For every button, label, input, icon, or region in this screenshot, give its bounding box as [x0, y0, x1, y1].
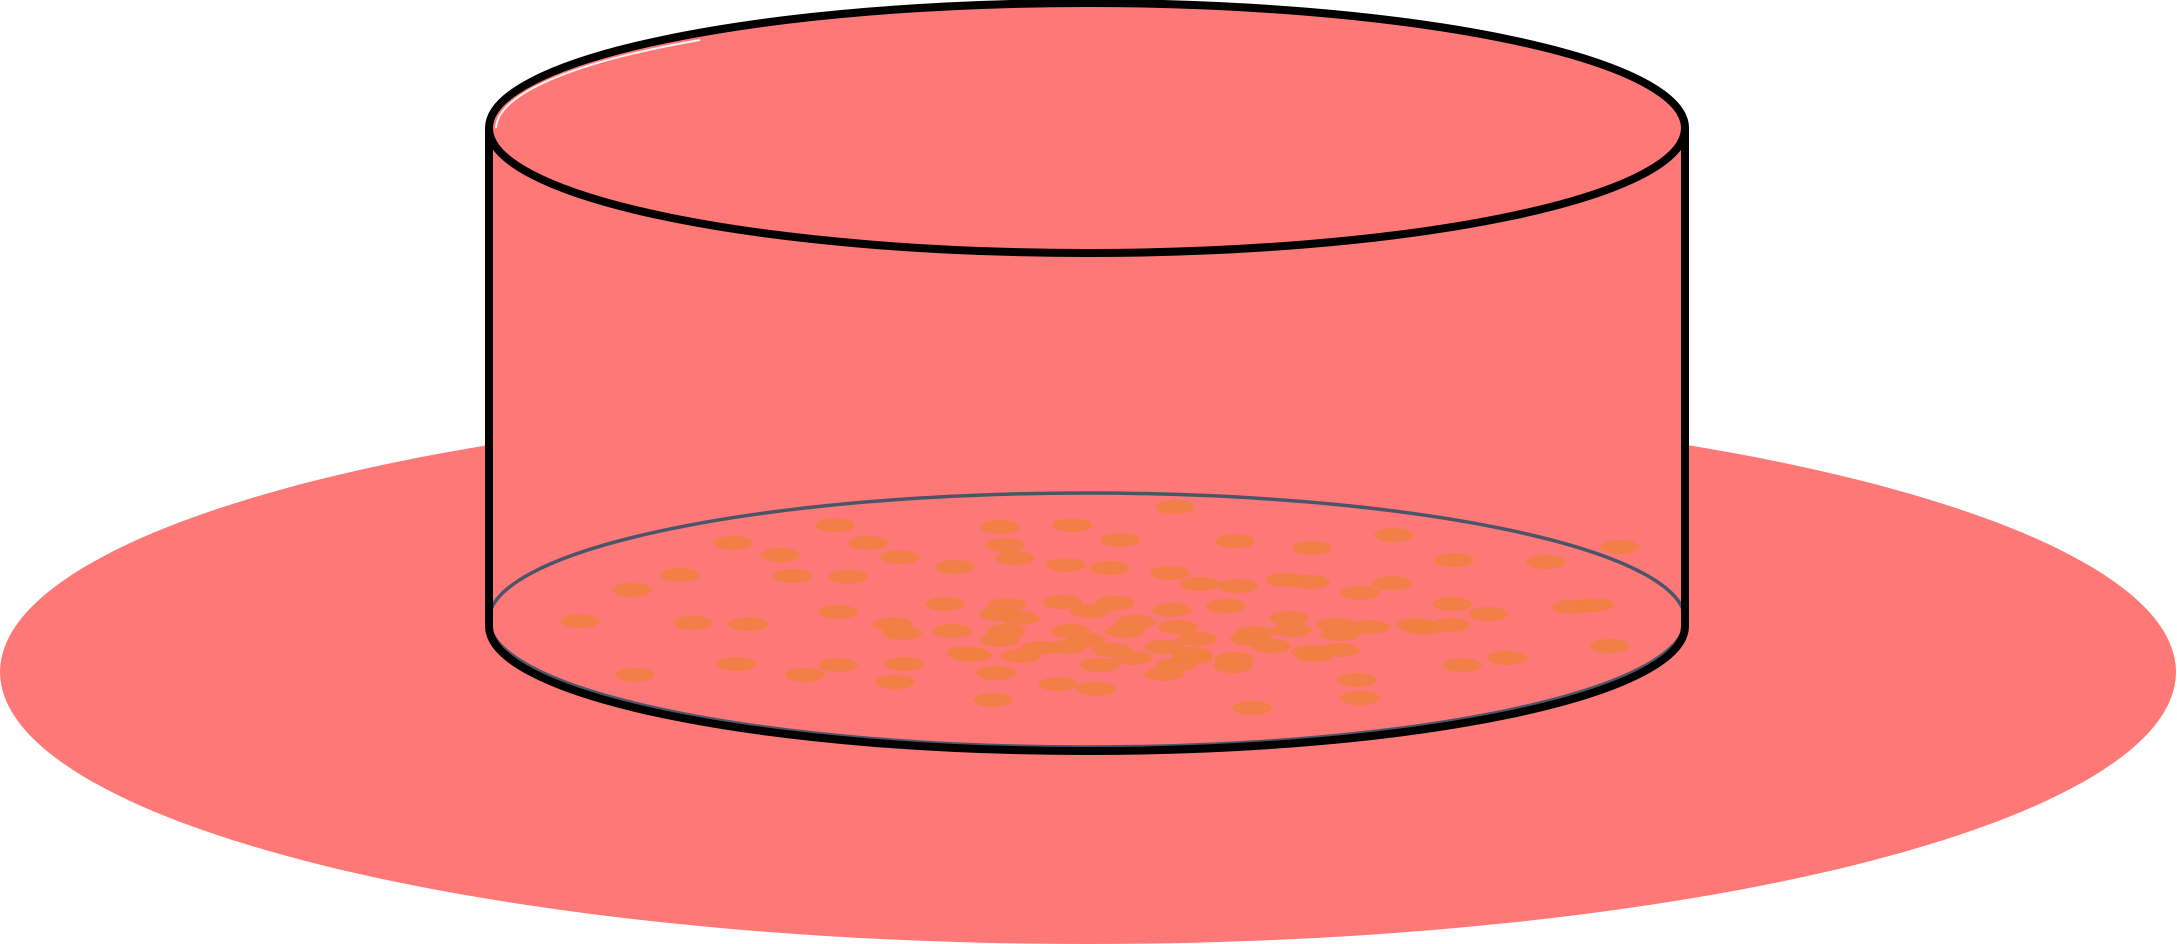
particle — [728, 617, 768, 631]
particle — [1020, 641, 1060, 655]
particle — [828, 570, 868, 584]
particle — [1404, 621, 1444, 635]
particle — [1272, 623, 1312, 637]
particle — [560, 614, 600, 628]
particle — [1574, 598, 1614, 612]
particle — [980, 633, 1020, 647]
particle — [1269, 611, 1309, 625]
particle — [1000, 611, 1040, 625]
particle — [612, 583, 652, 597]
particle — [1155, 500, 1195, 514]
particle — [1590, 639, 1630, 653]
particle — [717, 657, 757, 671]
container-lid — [485, 0, 1689, 257]
particle — [1487, 651, 1527, 665]
particle — [985, 538, 1025, 552]
particle — [925, 597, 965, 611]
particle — [615, 668, 655, 682]
particle — [1235, 626, 1275, 640]
particle — [1070, 604, 1110, 618]
particle — [1090, 561, 1130, 575]
particle — [815, 518, 855, 532]
particle — [1232, 701, 1272, 715]
particle — [1337, 673, 1377, 687]
particle — [848, 536, 888, 550]
particle — [1158, 620, 1198, 634]
particle — [1213, 659, 1253, 673]
particle — [1080, 658, 1120, 672]
particle — [1292, 541, 1332, 555]
particle — [1340, 691, 1380, 705]
particle — [882, 626, 922, 640]
particle — [785, 668, 825, 682]
particle — [1432, 597, 1472, 611]
particle — [980, 520, 1020, 534]
particle — [1251, 639, 1291, 653]
particle — [760, 548, 800, 562]
particle — [1144, 640, 1184, 654]
particle — [976, 666, 1016, 680]
particle — [885, 657, 925, 671]
particle-group — [560, 500, 1640, 715]
particle — [1076, 682, 1116, 696]
particle — [1320, 627, 1360, 641]
particle — [946, 646, 986, 660]
particle — [713, 536, 753, 550]
particle — [818, 658, 858, 672]
particle — [987, 598, 1027, 612]
particle — [1600, 540, 1640, 554]
particle — [1177, 632, 1217, 646]
particle — [1042, 595, 1082, 609]
particle — [995, 551, 1035, 565]
particle — [973, 693, 1013, 707]
particle — [1215, 534, 1255, 548]
particle — [1290, 575, 1330, 589]
particle — [1046, 558, 1086, 572]
particle — [773, 569, 813, 583]
particle — [1468, 607, 1508, 621]
particle — [1066, 633, 1106, 647]
particle — [1350, 620, 1390, 634]
particle — [1150, 566, 1190, 580]
container-body — [489, 128, 1685, 751]
particle — [818, 605, 858, 619]
particle — [935, 560, 975, 574]
particle — [1434, 553, 1474, 567]
particle — [1218, 579, 1258, 593]
particle — [1152, 603, 1192, 617]
particle — [1526, 555, 1566, 569]
particle — [1180, 577, 1220, 591]
particle — [673, 616, 713, 630]
particle — [1156, 658, 1196, 672]
particle — [1172, 647, 1212, 661]
particle — [932, 624, 972, 638]
particle — [1100, 533, 1140, 547]
particle — [1442, 658, 1482, 672]
particle — [1372, 576, 1412, 590]
particle — [1112, 651, 1152, 665]
particle — [660, 568, 700, 582]
particle — [1116, 615, 1156, 629]
particle — [1374, 528, 1414, 542]
particle — [880, 550, 920, 564]
lid-highlight — [495, 39, 701, 129]
container-bottom-edge — [485, 625, 1689, 755]
particle — [875, 675, 915, 689]
particle — [1206, 599, 1246, 613]
particle — [1340, 586, 1380, 600]
particle — [1295, 648, 1335, 662]
particle — [1038, 677, 1078, 691]
particle — [1052, 518, 1092, 532]
